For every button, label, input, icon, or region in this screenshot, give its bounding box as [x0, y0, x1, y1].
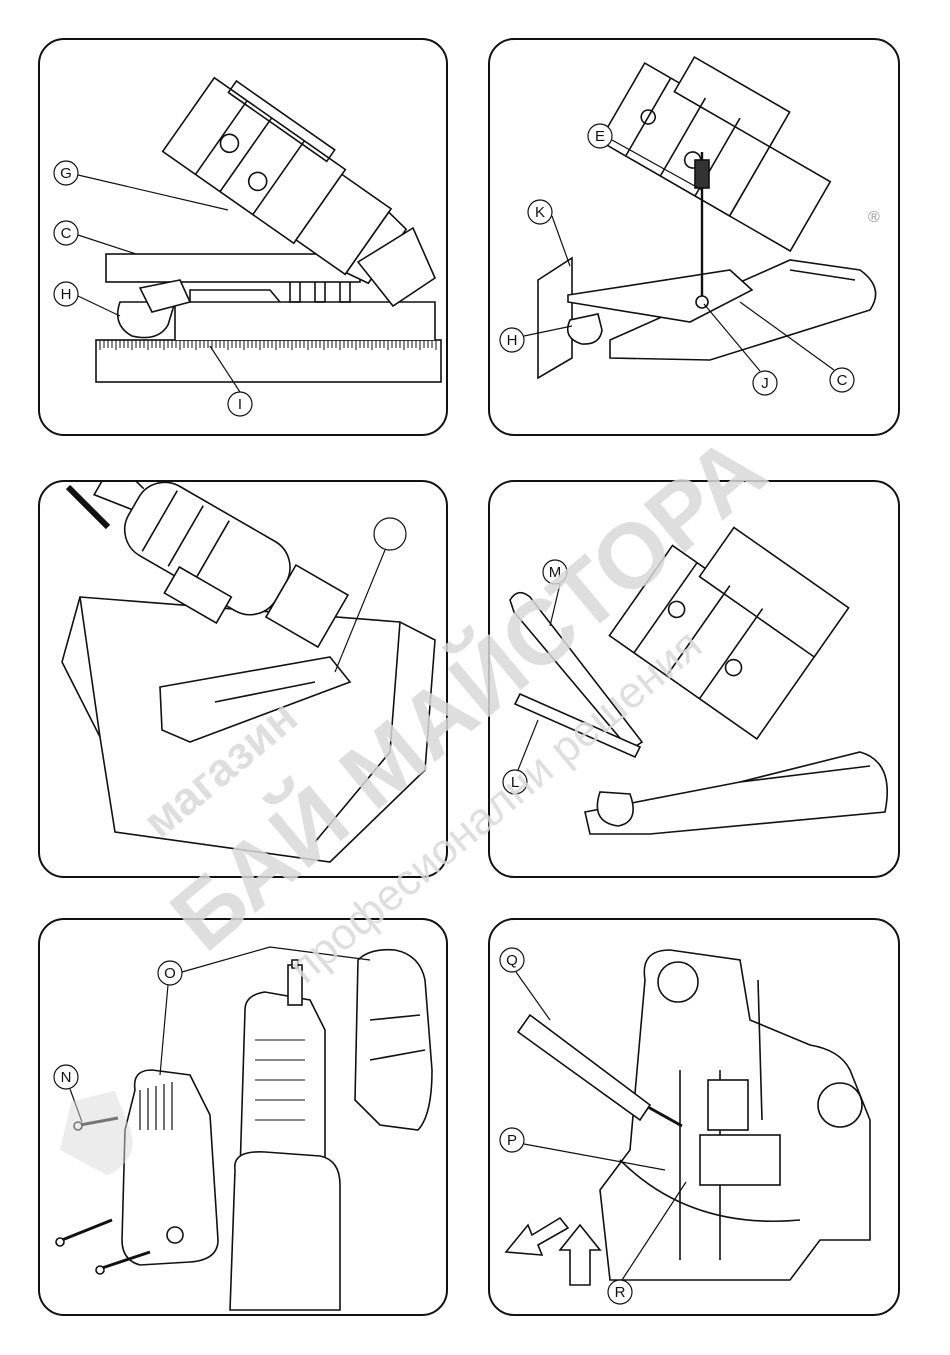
callout-layer-6: Q P R [490, 920, 900, 1316]
callout-c-label: C [61, 225, 72, 242]
callout-j-label: J [761, 375, 769, 392]
callout-e-label: E [595, 128, 605, 145]
callout-h-label: H [507, 332, 518, 349]
callout-l-label: L [511, 774, 519, 791]
callout-o-label: O [164, 965, 176, 982]
figure-panel-6: Q P R [488, 918, 900, 1316]
callout-q-label: Q [506, 952, 518, 969]
callout-i-label: I [238, 396, 242, 413]
figure-panel-1: G C H I [38, 38, 448, 436]
callout-layer-2: E K H J C [490, 40, 900, 436]
figure-panel-3 [38, 480, 448, 878]
callout-h-label: H [61, 286, 72, 303]
callout-k-label: K [535, 204, 545, 221]
callout-layer-1: G C H I [40, 40, 448, 436]
callout-layer-3 [40, 482, 448, 878]
figure-panel-4: M L [488, 480, 900, 878]
callout-layer-4: M L [490, 482, 900, 878]
figure-panel-5: O N [38, 918, 448, 1316]
callout-m-label: M [549, 564, 562, 581]
callout-g-label: G [60, 165, 72, 182]
callout-c-label: C [837, 372, 848, 389]
callout-layer-5: O N [40, 920, 448, 1316]
callout-n-label: N [61, 1069, 72, 1086]
callout-p-label: P [507, 1132, 517, 1149]
callout-r-label: R [615, 1284, 626, 1301]
figure-panel-2: ® E K H J C [488, 38, 900, 436]
